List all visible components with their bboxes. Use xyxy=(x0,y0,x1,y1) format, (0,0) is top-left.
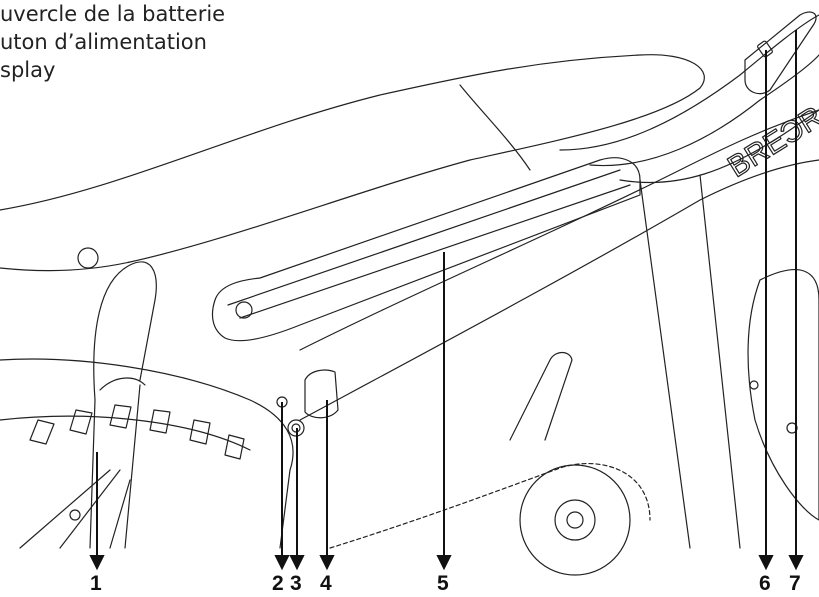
belt xyxy=(329,462,651,549)
charging-port xyxy=(304,369,339,419)
front-mudguard xyxy=(747,269,819,521)
down-tube xyxy=(299,109,819,351)
caption-battery-cover: uvercle de la batterie xyxy=(0,2,226,26)
saddle xyxy=(0,54,705,272)
crank-arm xyxy=(509,351,573,441)
callout-number-2: 2 xyxy=(272,572,284,595)
top-tube xyxy=(559,14,819,151)
display-housing xyxy=(744,11,817,95)
battery-cover xyxy=(211,157,641,342)
power-button xyxy=(757,40,773,58)
caption-power-button: uton d’alimentation xyxy=(0,30,207,54)
rear-mudguard xyxy=(0,358,294,549)
callout-number-1: 1 xyxy=(90,572,102,595)
callout-number-7: 7 xyxy=(789,572,801,595)
front-fork xyxy=(639,174,741,549)
callout-number-4: 4 xyxy=(320,572,332,595)
rear-tire-tread xyxy=(29,404,245,460)
callout-number-5: 5 xyxy=(437,572,449,595)
callout-number-6: 6 xyxy=(759,572,771,595)
seat-stay xyxy=(93,261,157,401)
chainring xyxy=(519,464,631,576)
caption-display: splay xyxy=(0,58,56,82)
callout-number-3: 3 xyxy=(290,572,302,595)
